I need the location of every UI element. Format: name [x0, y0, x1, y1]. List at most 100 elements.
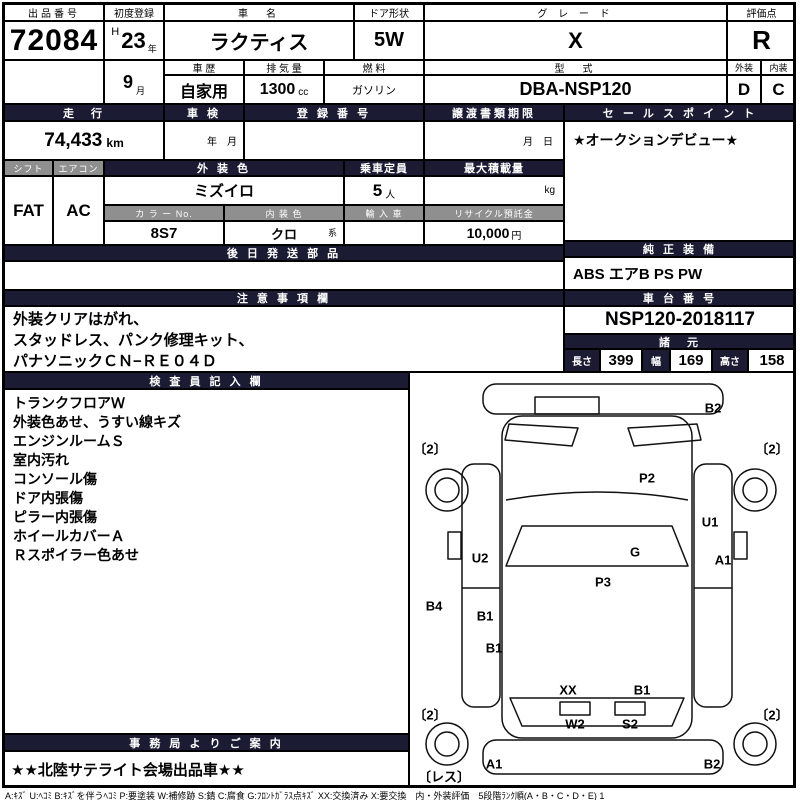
- width-label: 幅: [642, 349, 670, 372]
- year-suffix: 年: [147, 44, 157, 54]
- car-history: 自家用: [164, 75, 244, 104]
- dimensions-label: 諸 元: [564, 334, 796, 349]
- mileage-unit: km: [106, 136, 124, 150]
- transfer-deadline-value: 月 日: [424, 121, 564, 160]
- equipment-label: 純 正 装 備: [564, 241, 796, 257]
- damage-label: B2: [703, 756, 721, 772]
- color-no-label: カ ラ ー No.: [104, 205, 224, 221]
- shift-type: FAT: [4, 176, 53, 245]
- office-label: 事 務 局 よ り ご 案 内: [4, 734, 409, 751]
- exterior-label: 外装: [727, 60, 761, 75]
- model-code: DBA-NSP120: [424, 75, 727, 104]
- length-label: 長さ: [564, 349, 600, 372]
- auction-no-label: 出品番号: [4, 4, 104, 21]
- transfer-deadline-label: 譲渡書類期限: [424, 104, 564, 121]
- recycle-deposit: 10,000 円: [424, 221, 564, 245]
- first-reg-label: 初度登録: [104, 4, 164, 21]
- trunk-detail-left: [559, 701, 591, 716]
- interior-color-label: 内 装 色: [224, 205, 344, 221]
- damage-label: 〔レス〕: [417, 769, 471, 785]
- damage-label: W2: [565, 716, 585, 732]
- aircon-type: AC: [53, 176, 104, 245]
- color-no: 8S7: [104, 221, 224, 245]
- capacity: 5 人: [344, 176, 424, 205]
- inspection-label: 車 検: [164, 104, 244, 121]
- first-reg-month: 9 月: [104, 60, 164, 104]
- registration-label: 登 録 番 号: [244, 104, 424, 121]
- interior-color-suffix: 系: [327, 228, 337, 238]
- history-label: 車 歴: [164, 60, 244, 75]
- month-suffix: 月: [136, 86, 146, 96]
- displacement-unit: cc: [298, 87, 309, 98]
- damage-label: 〔2〕: [755, 441, 789, 457]
- fuel-label: 燃 料: [324, 60, 424, 75]
- damage-label: U2: [471, 550, 489, 566]
- width-value: 169: [670, 349, 712, 372]
- wheel-rear-left: [425, 722, 469, 766]
- chassis-number: NSP120-2018117: [564, 306, 796, 334]
- grade: X: [424, 21, 727, 60]
- reg-year: 23: [121, 27, 146, 53]
- interior-color: クロ 系: [224, 221, 344, 245]
- sales-point-label: セ ー ル ス ポ イ ン ト: [564, 104, 796, 121]
- auction-no-blank: [4, 60, 104, 104]
- inspector-line: ホイールカバーＡ: [13, 528, 125, 544]
- inspector-line: 室内汚れ: [13, 452, 69, 468]
- interior-color-value: クロ: [270, 226, 297, 242]
- fuel-type: ガソリン: [324, 75, 424, 104]
- damage-label: B1: [633, 682, 651, 698]
- displacement-value: 1300: [259, 80, 296, 98]
- first-reg-year: H 23 年: [104, 21, 164, 60]
- damage-label: 〔2〕: [755, 707, 789, 723]
- front-bumper: [482, 383, 724, 415]
- left-side-panel: [461, 463, 501, 708]
- height-label: 高さ: [712, 349, 748, 372]
- damage-label: S2: [622, 716, 638, 732]
- inspector-line: ピラー内張傷: [13, 509, 97, 525]
- equipment: ABS エアB PS PW: [564, 257, 796, 290]
- trunk-detail-right: [614, 701, 646, 716]
- later-parts-blank: [4, 261, 564, 290]
- damage-label: B1: [476, 608, 494, 624]
- import-value: [344, 221, 424, 245]
- door-shape-label: ドア形状: [354, 4, 424, 21]
- note-line: 外装クリアはがれ、: [13, 311, 149, 328]
- exterior-score: D: [727, 75, 761, 104]
- inspector-line: トランクフロアＷ: [13, 395, 125, 411]
- damage-label: XX: [559, 682, 577, 698]
- shift-label: シフト: [4, 160, 53, 176]
- inspector-notes: トランクフロアＷ 外装色あせ、うすい線キズ エンジンルームＳ 室内汚れ コンソー…: [4, 389, 409, 734]
- damage-label: B2: [704, 400, 722, 416]
- office-announcement: ★★北陸サテライト会場出品車★★: [4, 751, 409, 788]
- capacity-unit: 人: [385, 190, 396, 201]
- damage-label: G: [629, 544, 641, 560]
- damage-label: U1: [701, 514, 719, 530]
- car-name-label: 車 名: [164, 4, 354, 21]
- inspector-label: 検 査 員 記 入 欄: [4, 372, 409, 389]
- length-value: 399: [600, 349, 642, 372]
- later-parts-label: 後 日 発 送 部 品: [4, 245, 564, 261]
- capacity-value: 5: [372, 180, 383, 200]
- note-line: パナソニックＣＮ−ＲＥ０４Ｄ: [13, 353, 217, 370]
- headlight-left: [504, 423, 579, 447]
- sales-point: ★オークションデビュー★: [564, 121, 796, 241]
- inspection-value: 年 月: [164, 121, 244, 160]
- damage-label: A1: [485, 756, 503, 772]
- damage-label: B1: [485, 640, 503, 656]
- rear-window: [509, 697, 685, 727]
- mileage-label: 走 行: [4, 104, 164, 121]
- damage-label: P2: [639, 470, 655, 486]
- mirror-right: [733, 531, 748, 560]
- car-body: [501, 415, 693, 739]
- evaluation-score: R: [727, 21, 796, 60]
- damage-label: 〔2〕: [413, 441, 447, 457]
- inspector-line: Ｒスポイラー色あせ: [13, 547, 139, 563]
- recycle-label: リサイクル預託金: [424, 205, 564, 221]
- notes: 外装クリアはがれ、 スタッドレス、パンク修理キット、 パナソニックＣＮ−ＲＥ０４…: [4, 306, 564, 372]
- exterior-color-label: 外 装 色: [104, 160, 344, 176]
- door-shape: 5W: [354, 21, 424, 60]
- notes-label: 注 意 事 項 欄: [4, 290, 564, 306]
- capacity-label: 乗車定員: [344, 160, 424, 176]
